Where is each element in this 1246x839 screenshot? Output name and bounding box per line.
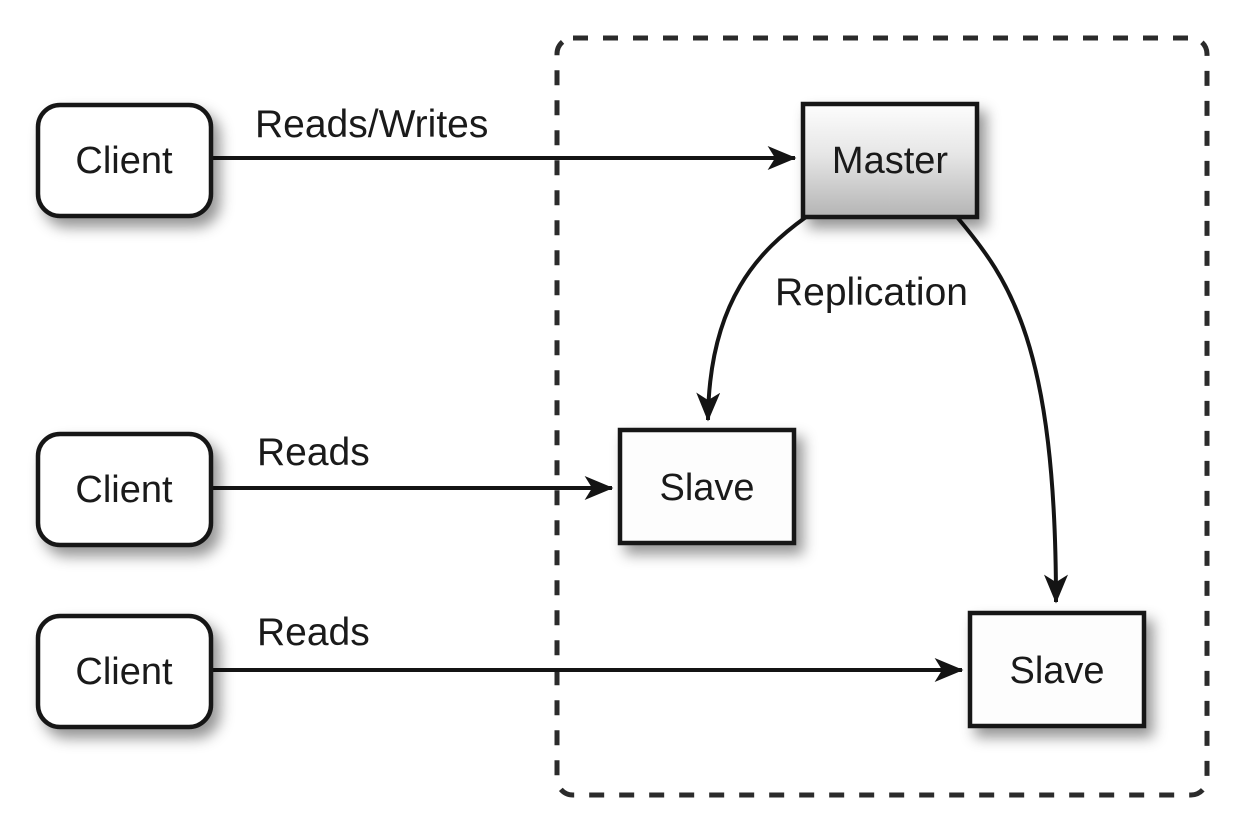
edge-label-reads-writes: Reads/Writes [255, 103, 488, 146]
edge-master-to-slave2-replication [955, 215, 1068, 604]
edge-label-reads-slave1: Reads [257, 431, 370, 474]
client-3-label: Client [75, 651, 173, 693]
master-shape [800, 101, 980, 220]
client-3-shape [35, 613, 214, 730]
node-client-2[interactable]: Client [35, 431, 214, 548]
client-1-shape [35, 102, 214, 219]
node-master[interactable]: Master [800, 101, 980, 220]
slave-1-shape [617, 427, 797, 546]
node-client-3[interactable]: Client [35, 613, 214, 730]
slave-2-label: Slave [1009, 650, 1104, 692]
edge-label-replication: Replication [775, 271, 968, 314]
client-1-label: Client [75, 140, 173, 182]
edge-label-reads-slave2: Reads [257, 611, 370, 654]
client-2-label: Client [75, 469, 173, 511]
slave-1-label: Slave [659, 467, 754, 509]
node-slave-2[interactable]: Slave [967, 610, 1147, 729]
slave-2-shape [967, 610, 1147, 729]
master-label: Master [832, 140, 948, 182]
replication-cluster-boundary [554, 35, 1210, 798]
node-slave-1[interactable]: Slave [617, 427, 797, 546]
node-client-1[interactable]: Client [35, 102, 214, 219]
edge-master-to-slave1-replication [696, 215, 808, 422]
client-2-shape [35, 431, 214, 548]
